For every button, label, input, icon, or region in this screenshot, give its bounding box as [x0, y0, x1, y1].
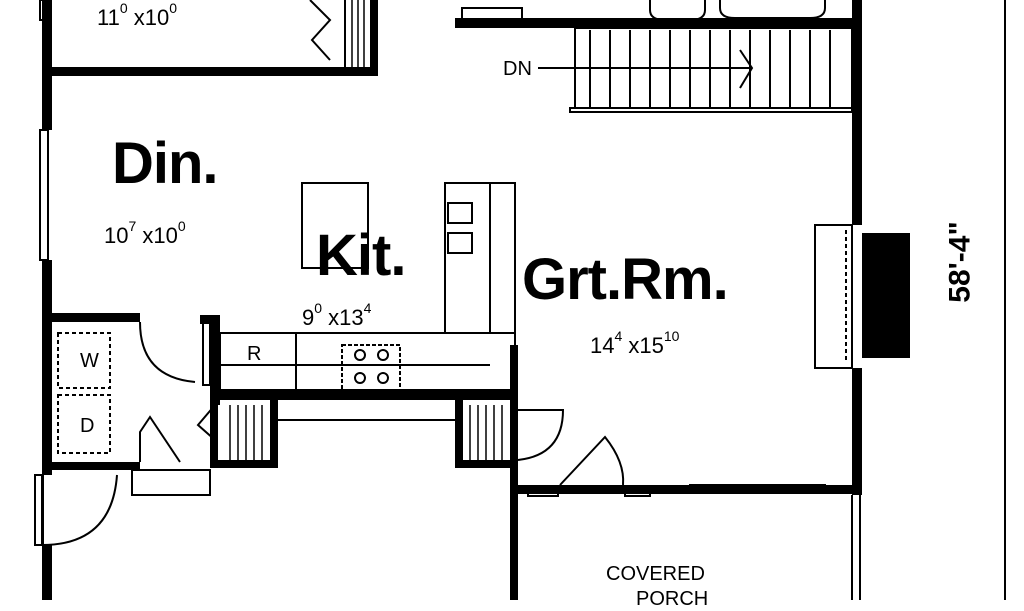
bedroom-dimensions: 110 x100 — [97, 0, 178, 30]
refrigerator-label: R — [247, 343, 262, 365]
overall-dimension: 58'-4" — [943, 221, 977, 303]
left-exterior-wall — [42, 0, 52, 130]
bath-wall — [455, 18, 860, 28]
washer-label: W — [80, 350, 99, 372]
kitchen-dimensions: 90 x134 — [302, 300, 372, 330]
right-exterior-wall — [852, 0, 862, 225]
dryer-label: D — [80, 415, 95, 437]
bedroom-wall — [52, 67, 378, 76]
dining-room-dimensions: 107 x100 — [104, 218, 186, 248]
dining-room-label: Din. — [112, 131, 219, 196]
fireplace-chimney — [862, 233, 910, 358]
porch-label-1: COVERED — [606, 563, 705, 585]
kitchen-label: Kit. — [316, 223, 406, 288]
great-room-dimensions: 144 x1510 — [590, 328, 680, 358]
stairs-down-label: DN — [503, 58, 532, 80]
great-room-label: Grt.Rm. — [522, 247, 729, 312]
